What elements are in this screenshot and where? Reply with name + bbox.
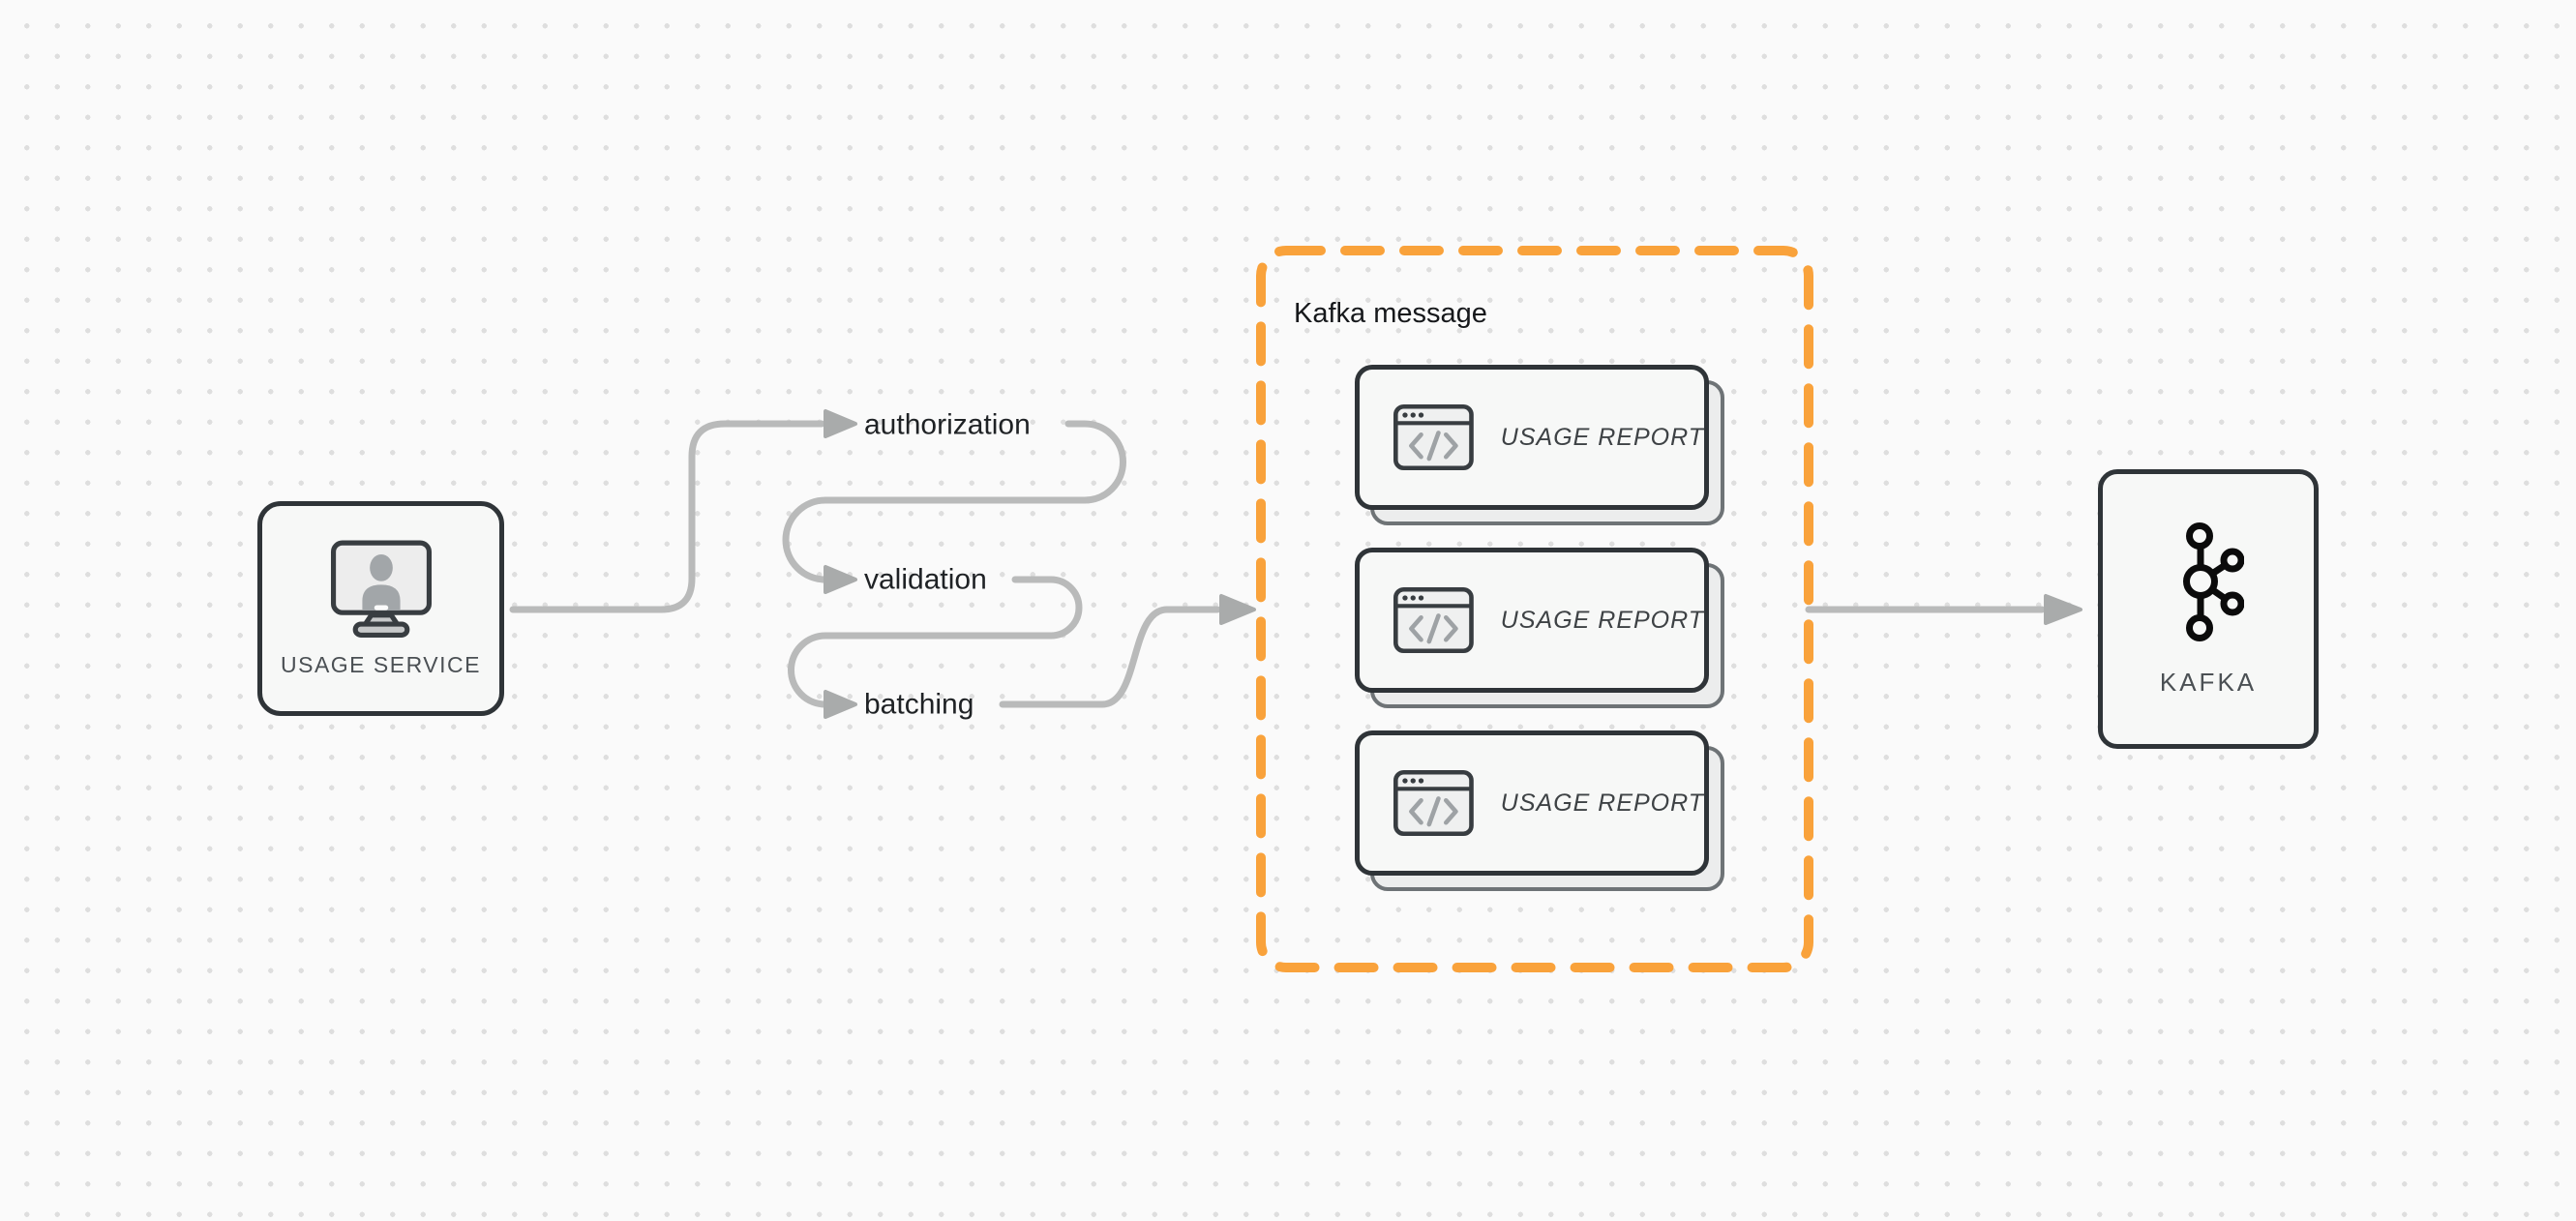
usage-service-label: USAGE SERVICE [281, 652, 481, 677]
arrowhead-batching-icon [824, 690, 857, 719]
connector-authorization-to-validation [782, 420, 1126, 583]
kafka-label: KAFKA [2159, 668, 2258, 697]
usage-report-label: USAGE REPORT [1500, 789, 1704, 817]
kafka-message-group-outline [1256, 246, 1813, 972]
usage-report-card: USAGE REPORT [1355, 730, 1724, 891]
connector-usage-service-to-authorization [509, 420, 825, 613]
code-window-icon [1393, 403, 1474, 471]
connector-validation-to-batching [788, 576, 1083, 708]
connector-batching-to-kafka-message [999, 606, 1221, 708]
arrowhead-authorization-icon [824, 409, 857, 438]
step-label-batching: batching [864, 688, 974, 721]
kafka-logo-icon [2183, 522, 2244, 641]
card-front: USAGE REPORT [1355, 365, 1709, 510]
step-label-authorization: authorization [864, 408, 1031, 441]
arrowhead-validation-icon [824, 565, 857, 594]
usage-report-card: USAGE REPORT [1355, 548, 1724, 708]
user-monitor-icon [330, 540, 432, 638]
card-front: USAGE REPORT [1355, 730, 1709, 876]
code-window-icon [1393, 769, 1474, 837]
arrowhead-kafka-message-icon [1219, 594, 1256, 625]
arrowhead-kafka-icon [2044, 594, 2082, 625]
kafka-message-group-title: Kafka message [1294, 298, 1487, 329]
usage-service-node: USAGE SERVICE [257, 501, 504, 716]
usage-report-label: USAGE REPORT [1500, 606, 1704, 634]
usage-report-label: USAGE REPORT [1500, 423, 1704, 451]
usage-report-card: USAGE REPORT [1355, 365, 1724, 525]
card-front: USAGE REPORT [1355, 548, 1709, 693]
kafka-node: KAFKA [2098, 469, 2319, 749]
step-label-validation: validation [864, 563, 987, 596]
code-window-icon [1393, 586, 1474, 654]
